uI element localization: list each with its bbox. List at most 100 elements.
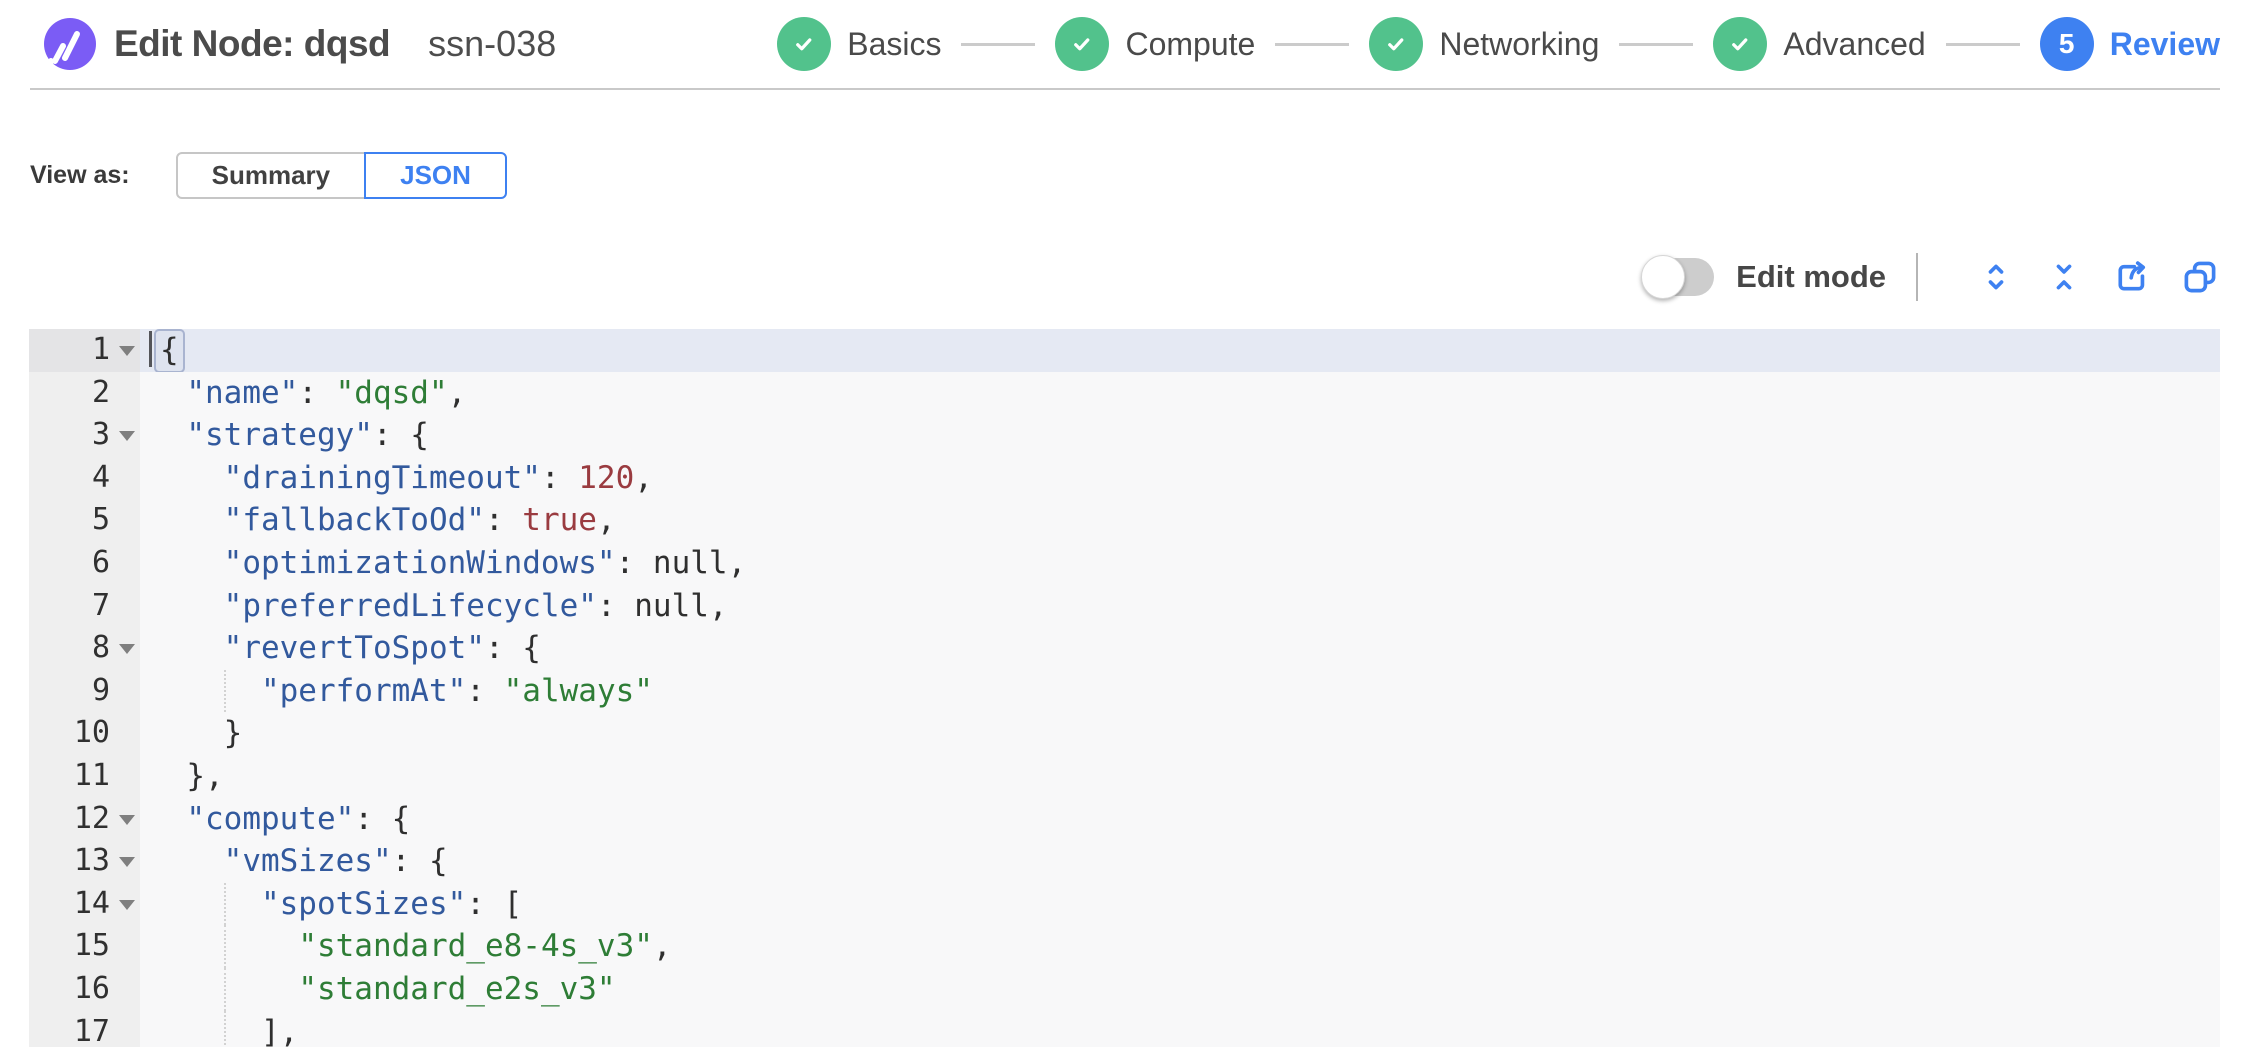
token-punc: , <box>708 587 728 624</box>
token-punc: : <box>615 544 653 581</box>
editor-row-7: 7 "preferredLifecycle": null, <box>29 584 2220 628</box>
code-line-4[interactable]: "drainingTimeout": 120, <box>140 456 2220 500</box>
indent-guide <box>223 882 226 926</box>
step-connector <box>1275 42 1350 46</box>
token-bool: true <box>522 502 597 539</box>
token-null: null <box>634 587 709 624</box>
collapse-all-button[interactable] <box>2044 257 2084 297</box>
check-icon <box>1388 38 1404 51</box>
editor-row-14: 14 "spotSizes": [ <box>29 882 2220 926</box>
json-code-editor[interactable]: 1{2 "name": "dqsd",3 "strategy": {4 "dra… <box>29 329 2220 1047</box>
gutter-line-number: 2 <box>29 371 140 415</box>
fold-arrow-icon[interactable] <box>119 899 135 910</box>
fold-arrow-icon[interactable] <box>119 346 135 356</box>
edit-mode-toggle[interactable] <box>1641 255 1715 299</box>
code-line-8[interactable]: "revertToSpot": { <box>140 627 2220 670</box>
token-ws <box>149 588 224 624</box>
spot-logo-icon <box>44 18 96 70</box>
code-tokens: "name": "dqsd", <box>149 375 466 411</box>
expand-all-icon <box>1977 258 2015 296</box>
gutter-line-number: 1 <box>29 329 140 372</box>
step-label: Networking <box>1439 25 1600 62</box>
step-check-icon[interactable] <box>1369 17 1424 71</box>
gutter-line-number: 4 <box>29 456 140 500</box>
token-punc: , <box>634 459 653 496</box>
editor-row-17: 17 ], <box>29 1010 2220 1048</box>
check-icon <box>796 38 812 51</box>
export-button[interactable] <box>2112 257 2152 297</box>
code-line-7[interactable]: "preferredLifecycle": null, <box>140 584 2220 628</box>
token-punc: , <box>652 928 672 965</box>
token-punc: : [ <box>466 885 523 922</box>
expand-all-button[interactable] <box>1976 257 2016 297</box>
editor-row-12: 12 "compute": { <box>29 797 2220 841</box>
step-check-icon[interactable] <box>777 17 832 71</box>
token-punc: ], <box>260 1013 299 1048</box>
token-str: "always" <box>503 672 653 709</box>
code-line-9[interactable]: "performAt": "always" <box>140 669 2220 713</box>
code-tokens: ], <box>149 1014 298 1048</box>
code-line-11[interactable]: }, <box>140 754 2220 798</box>
fold-arrow-icon[interactable] <box>119 644 135 655</box>
collapse-all-icon <box>2045 258 2083 296</box>
fold-arrow-icon[interactable] <box>119 814 135 825</box>
editor-row-2: 2 "name": "dqsd", <box>29 371 2220 415</box>
fold-arrow-icon[interactable] <box>119 431 135 442</box>
step-networking[interactable]: Networking <box>1369 17 1599 71</box>
code-tokens: "optimizationWindows": null, <box>149 544 747 581</box>
fold-arrow-icon[interactable] <box>119 857 135 868</box>
gutter-line-number: 3 <box>29 414 140 457</box>
code-tokens: } <box>149 715 243 752</box>
copy-button[interactable] <box>2180 257 2220 297</box>
edit-mode-toggle-knob[interactable] <box>1641 255 1686 299</box>
step-compute[interactable]: Compute <box>1055 17 1255 71</box>
token-punc: : <box>466 672 504 709</box>
check-icon <box>1732 38 1748 51</box>
step-check-icon[interactable] <box>1055 17 1110 71</box>
token-key: "fallbackToOd" <box>223 502 485 539</box>
step-connector <box>1945 42 2020 46</box>
token-num: 120 <box>578 459 635 496</box>
code-line-17[interactable]: ], <box>140 1010 2220 1048</box>
indent-guide <box>223 1010 226 1047</box>
gutter-line-number: 6 <box>29 541 140 585</box>
code-line-5[interactable]: "fallbackToOd": true, <box>140 499 2220 542</box>
code-line-15[interactable]: "standard_e8-4s_v3", <box>140 925 2220 968</box>
code-line-12[interactable]: "compute": { <box>140 797 2220 841</box>
editor-row-8: 8 "revertToSpot": { <box>29 627 2220 670</box>
editor-row-15: 15 "standard_e8-4s_v3", <box>29 925 2220 968</box>
view-as-label: View as: <box>30 161 130 189</box>
step-advanced[interactable]: Advanced <box>1713 17 1926 71</box>
token-punc: } <box>223 715 243 752</box>
code-line-6[interactable]: "optimizationWindows": null, <box>140 541 2220 585</box>
step-check-icon[interactable] <box>1713 17 1768 71</box>
token-punc: , <box>596 502 616 539</box>
token-ws <box>149 1014 261 1048</box>
code-line-16[interactable]: "standard_e2s_v3" <box>140 967 2220 1011</box>
token-key: "name" <box>186 374 299 411</box>
step-number-badge[interactable]: 5 <box>2039 17 2094 71</box>
code-line-3[interactable]: "strategy": { <box>140 414 2220 457</box>
code-tokens: }, <box>149 758 223 794</box>
code-line-2[interactable]: "name": "dqsd", <box>140 371 2220 415</box>
code-line-14[interactable]: "spotSizes": [ <box>140 882 2220 926</box>
view-as-json-button[interactable]: JSON <box>364 152 507 199</box>
step-basics[interactable]: Basics <box>777 17 941 71</box>
code-line-13[interactable]: "vmSizes": { <box>140 840 2220 883</box>
token-punc: : { <box>372 417 429 454</box>
gutter-line-number: 8 <box>29 627 140 670</box>
code-tokens: "revertToSpot": { <box>149 630 541 666</box>
edit-mode-label: Edit mode <box>1736 259 1886 294</box>
editor-row-4: 4 "drainingTimeout": 120, <box>29 456 2220 500</box>
view-as-summary-button[interactable]: Summary <box>175 152 367 199</box>
code-tokens: "fallbackToOd": true, <box>149 502 616 538</box>
token-ws <box>149 886 261 922</box>
code-line-1[interactable]: { <box>140 329 2220 373</box>
token-ws <box>149 630 224 666</box>
code-line-10[interactable]: } <box>140 712 2220 755</box>
token-punc: : { <box>354 800 411 837</box>
token-key: "vmSizes" <box>223 843 392 880</box>
